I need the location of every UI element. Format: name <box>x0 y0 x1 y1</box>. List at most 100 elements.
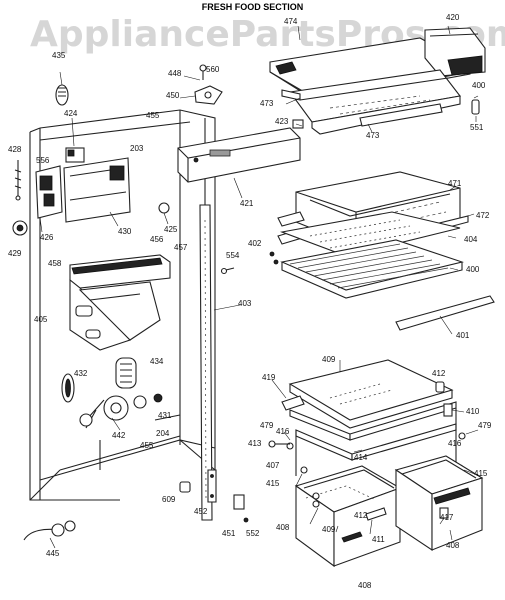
part-425 <box>158 202 170 225</box>
part-label: 411 <box>372 535 385 544</box>
part-label: 426 <box>40 233 54 242</box>
part-label: 423 <box>275 117 289 126</box>
part-label: 417 <box>440 513 454 522</box>
part-label: 410 <box>466 407 480 416</box>
part-label: 432 <box>74 369 88 378</box>
part-label: 471 <box>448 179 462 188</box>
part-609 <box>179 481 191 493</box>
part-408-right <box>394 455 484 552</box>
part-400-lower <box>280 239 464 299</box>
part-452 <box>207 469 217 503</box>
part-label: 455 <box>140 441 154 450</box>
part-551 <box>471 99 480 122</box>
part-label: 420 <box>446 13 460 22</box>
part-label: 456 <box>150 235 164 244</box>
part-label: 452 <box>194 507 208 516</box>
part-label: 404 <box>464 235 478 244</box>
part-label: 402 <box>248 239 262 248</box>
part-412-low <box>312 492 320 500</box>
part-424 <box>65 117 85 163</box>
part-label: 408 <box>446 541 460 550</box>
part-429 <box>12 220 28 236</box>
part-label: 451 <box>222 529 236 538</box>
part-409-cover <box>288 359 454 429</box>
part-label: 455 <box>146 111 160 120</box>
part-label: 421 <box>240 199 254 208</box>
part-label: 560 <box>206 65 220 74</box>
part-445 <box>23 520 76 549</box>
part-label: 425 <box>164 225 178 234</box>
part-404 <box>279 211 461 257</box>
part-label: 400 <box>472 81 486 90</box>
part-428 <box>14 160 22 201</box>
part-473 <box>281 89 443 127</box>
part-451 <box>233 494 249 523</box>
part-label: 442 <box>112 431 126 440</box>
part-label: 412 <box>432 369 446 378</box>
part-label: 409 <box>322 355 336 364</box>
part-label: 431 <box>158 411 172 420</box>
part-405 <box>69 254 171 351</box>
part-430 <box>63 157 131 227</box>
part-label: 419 <box>262 373 276 382</box>
part-435 <box>55 71 69 106</box>
part-413 <box>268 440 290 448</box>
part-416 <box>286 432 466 450</box>
part-label: 472 <box>476 211 490 220</box>
part-420 <box>424 27 486 77</box>
part-label: 401 <box>456 331 470 340</box>
part-423 <box>292 119 304 129</box>
part-432 <box>61 373 75 403</box>
part-403 <box>199 204 241 521</box>
part-419 <box>281 395 305 411</box>
part-label: 414 <box>354 453 368 462</box>
part-label: 473 <box>260 99 274 108</box>
part-label: 405 <box>34 315 48 324</box>
part-label: 609 <box>162 495 176 504</box>
part-label: 415 <box>474 469 488 478</box>
part-410 <box>443 403 453 417</box>
part-label: 203 <box>130 144 144 153</box>
part-label: 424 <box>64 109 78 118</box>
section-title: FRESH FOOD SECTION <box>201 2 304 12</box>
part-label: 416 <box>276 427 290 436</box>
part-label: 400 <box>466 265 480 274</box>
part-label: 429 <box>8 249 22 258</box>
part-label: 430 <box>118 227 132 236</box>
part-label: 474 <box>284 17 298 26</box>
part-426 <box>35 165 63 233</box>
part-554 <box>220 267 235 275</box>
part-label: 408 <box>358 581 372 590</box>
part-label: 457 <box>174 243 188 252</box>
part-label: 450 <box>166 91 180 100</box>
part-414-frame <box>289 401 457 476</box>
part-label: 479 <box>260 421 274 430</box>
part-450 <box>179 64 223 105</box>
part-label: 458 <box>48 259 62 268</box>
part-label: 407 <box>266 461 280 470</box>
part-411 <box>365 507 387 521</box>
part-label: 415 <box>266 479 280 488</box>
part-label: 473 <box>366 131 380 140</box>
part-label: 445 <box>46 549 60 558</box>
part-label: 416 <box>448 439 462 448</box>
part-label: 412 <box>354 511 368 520</box>
part-label: 551 <box>470 123 484 132</box>
part-412-top <box>435 381 445 393</box>
part-label: 435 <box>52 51 66 60</box>
part-label: 556 <box>36 156 50 165</box>
part-label: 408 <box>276 523 290 532</box>
part-408-left <box>294 465 402 568</box>
part-label: 448 <box>168 69 182 78</box>
part-label: 552 <box>246 529 260 538</box>
part-label: 413 <box>248 439 262 448</box>
part-label: 403 <box>238 299 252 308</box>
part-401 <box>395 295 495 331</box>
part-label: 204 <box>156 429 170 438</box>
part-label: 428 <box>8 145 22 154</box>
part-label: 479 <box>478 421 492 430</box>
part-421 <box>177 127 301 199</box>
part-label: 409 <box>322 525 336 534</box>
